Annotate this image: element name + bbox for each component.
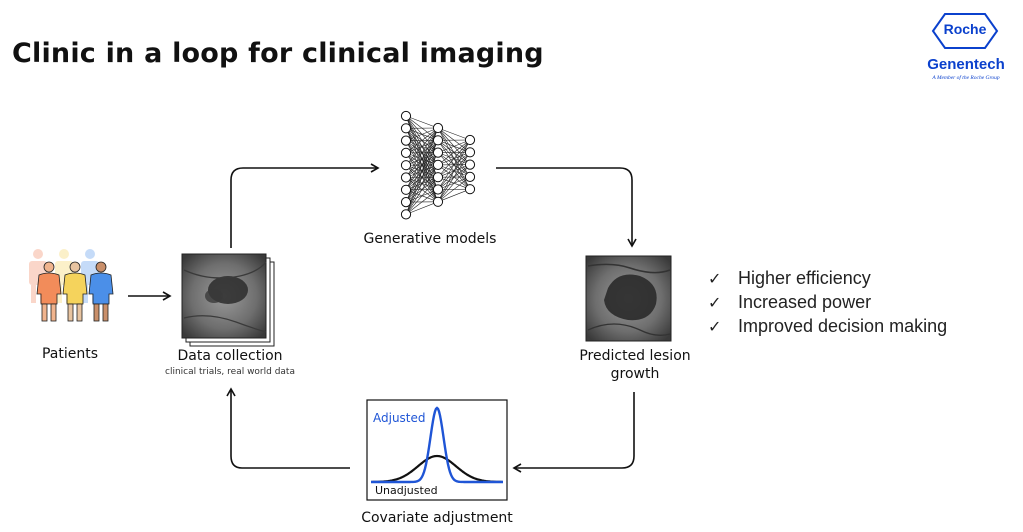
nn-connection	[437, 139, 471, 178]
nn-connection	[405, 164, 439, 215]
nn-node	[432, 172, 444, 183]
benefit-text: Higher efficiency	[738, 268, 871, 288]
benefit-text: Increased power	[738, 292, 872, 312]
nn-node	[400, 123, 412, 134]
patients-icon	[29, 249, 114, 322]
nn-node	[432, 122, 444, 134]
nn-node	[464, 171, 476, 182]
predicted-lesion-label-line1: Predicted lesion	[579, 348, 691, 364]
genentech-logo-text: Genentech	[927, 56, 1005, 73]
benefit-text: Improved decision making	[738, 316, 948, 336]
nn-node	[400, 160, 412, 171]
nn-connection	[437, 176, 471, 203]
nn-node	[432, 184, 444, 195]
adjusted-curve	[371, 406, 503, 484]
nn-node	[432, 159, 444, 170]
unadjusted-curve-label: Unadjusted	[375, 484, 438, 497]
nn-node	[400, 147, 412, 158]
arrow-data-to-models	[230, 163, 380, 248]
data-collection-sublabel: clinical trials, real world data	[165, 367, 295, 377]
nn-node	[432, 135, 444, 146]
covariate-chart	[366, 399, 508, 501]
nn-connection	[437, 139, 471, 166]
loop-arrows	[128, 163, 637, 473]
nn-connection	[405, 152, 439, 215]
nn-node	[400, 110, 412, 122]
nn-connection	[405, 127, 439, 154]
neural-network-icon	[400, 110, 476, 220]
genentech-tagline: A Member of the Roche Group	[932, 75, 1000, 81]
benefit-item: ✓ Higher efficiency	[708, 266, 947, 290]
nn-node	[464, 184, 476, 195]
nn-connection	[405, 127, 439, 141]
nn-connection	[405, 127, 439, 215]
nn-node	[464, 159, 476, 170]
nn-connection	[437, 127, 471, 141]
patients-label: Patients	[41, 346, 99, 362]
nn-connection	[405, 127, 439, 203]
nn-node	[400, 197, 412, 208]
retina-image-stack	[181, 253, 275, 347]
roche-logo-text: Roche	[943, 21, 987, 37]
nn-connection	[437, 188, 471, 203]
nn-connection	[405, 177, 439, 215]
arrow-lesion-to-covariate	[512, 392, 635, 473]
check-mark-icon: ✓	[708, 317, 722, 336]
nn-connection	[405, 127, 439, 190]
nn-node	[432, 147, 444, 158]
arrow-models-to-lesion	[496, 167, 637, 248]
data-collection-label: Data collection	[177, 348, 283, 364]
page-title: Clinic in a loop for clinical imaging	[12, 38, 544, 69]
unadjusted-curve	[370, 454, 504, 484]
nn-connection	[437, 139, 471, 202]
nn-connection	[405, 115, 439, 129]
nn-connection	[405, 127, 439, 178]
nn-node	[400, 172, 412, 183]
nn-connection	[437, 139, 471, 153]
nn-node	[464, 134, 476, 146]
arrow-covariate-to-data	[226, 387, 350, 469]
nn-connection	[437, 164, 471, 202]
nn-connection	[437, 139, 471, 190]
nn-connection	[437, 152, 471, 202]
benefits-list: ✓ Higher efficiency ✓ Increased power ✓ Imp…	[708, 266, 947, 338]
nn-node	[464, 147, 476, 158]
nn-connection	[405, 201, 439, 215]
benefit-item: ✓ Increased power	[708, 290, 947, 314]
nn-connection	[405, 140, 439, 215]
adjusted-curve-label: Adjusted	[373, 411, 426, 425]
nn-connection	[405, 189, 439, 215]
generative-models-label: Generative models	[363, 231, 497, 247]
nn-connection	[405, 127, 439, 166]
check-mark-icon: ✓	[708, 269, 722, 288]
nn-node	[400, 184, 412, 195]
predicted-lesion-image	[585, 255, 672, 342]
nn-node	[400, 135, 412, 146]
covariate-adjustment-label: Covariate adjustment	[361, 510, 513, 526]
nn-node	[400, 209, 412, 220]
roche-logo	[931, 13, 999, 49]
nn-node	[432, 196, 444, 207]
check-mark-icon: ✓	[708, 293, 722, 312]
predicted-lesion-label-line2: growth	[610, 366, 660, 382]
benefit-item: ✓ Improved decision making	[708, 314, 947, 338]
